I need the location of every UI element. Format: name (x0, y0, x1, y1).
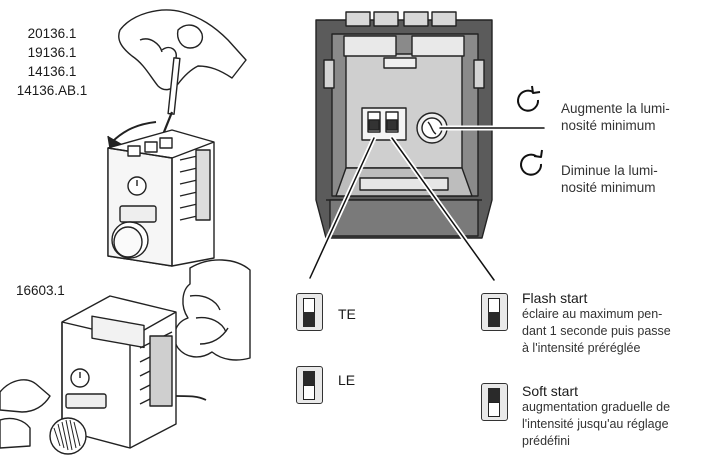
soft-start-title: Soft start (522, 383, 579, 399)
soft-start-text: Soft start augmentation graduelle de l'i… (522, 383, 671, 448)
model-number-bottom: 16603.1 (16, 283, 65, 298)
model-number-list: 20136.1 19136.1 14136.1 14136.AB.1 (6, 24, 98, 100)
decrease-brightness-label: Diminue la lumi- nosité minimum (561, 163, 658, 195)
te-switch-icon (296, 293, 323, 331)
top-dimmer-illustration (107, 9, 247, 267)
callout-lines (307, 125, 547, 283)
te-mode-label: TE (338, 306, 356, 322)
model-number: 20136.1 (27, 26, 77, 41)
flash-start-title: Flash start (522, 290, 588, 306)
model-number: 14136.AB.1 (16, 83, 88, 98)
bottom-dimmer-illustration (0, 259, 251, 455)
soft-start-switch-icon (481, 383, 508, 421)
flash-start-switch-icon (481, 293, 508, 331)
increase-brightness-label: Augmente la lumi- nosité minimum (561, 101, 670, 133)
counterclockwise-rotate-icon (520, 149, 543, 176)
flash-start-text: Flash start éclaire au maximum pen- dant… (522, 290, 671, 355)
clockwise-rotate-icon (517, 85, 541, 112)
model-number: 19136.1 (27, 45, 77, 60)
le-mode-label: LE (338, 372, 356, 388)
module-top-view (315, 11, 493, 239)
le-switch-icon (296, 366, 323, 404)
model-number: 14136.1 (27, 64, 77, 79)
